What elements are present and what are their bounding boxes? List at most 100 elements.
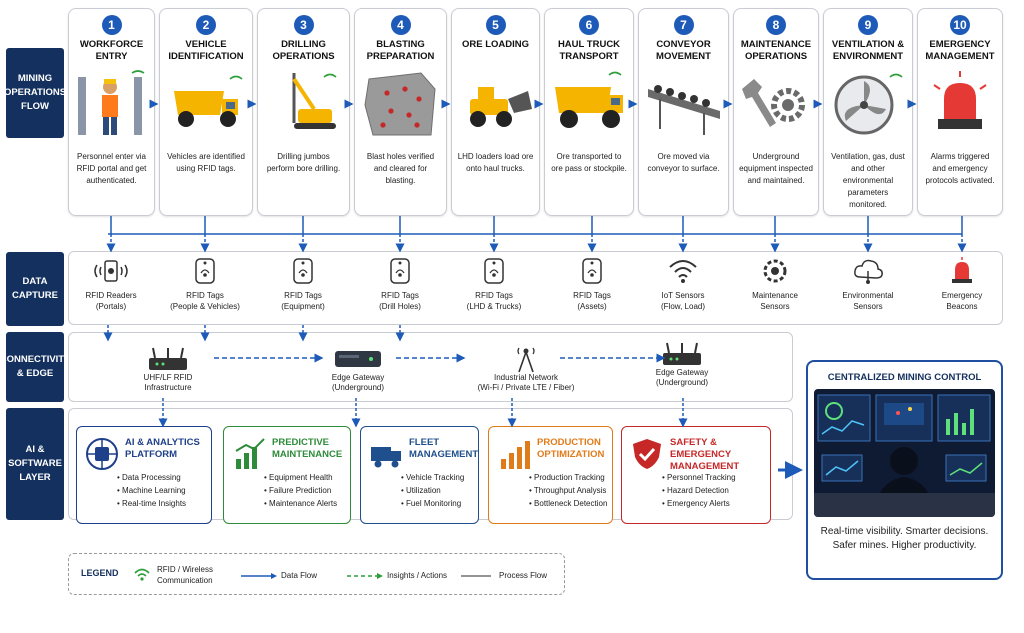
capture-label: Emergency xyxy=(941,291,983,300)
stage-description: Ore moved via conveyor to surface. xyxy=(647,152,720,173)
lane-label-text: MINING OPERATIONS FLOW xyxy=(3,73,67,112)
lane-label-ai: AI & SOFTWARE LAYER xyxy=(6,408,64,520)
capture-sublabel: (LHD & Trucks) xyxy=(466,302,522,311)
gear-sensor-icon xyxy=(730,256,820,286)
card-item-list: Vehicle TrackingUtilizationFuel Monitori… xyxy=(401,471,464,510)
stage-description: Alarms triggered and emergency protocols… xyxy=(925,152,995,185)
card-item: Utilization xyxy=(401,484,464,497)
capture-label: RFID Readers xyxy=(85,291,137,300)
dump-truck-icon xyxy=(166,69,246,139)
capture-sublabel: (Equipment) xyxy=(281,302,325,311)
device-label: UHF/LF RFID xyxy=(143,373,193,382)
fan-icon xyxy=(828,69,908,139)
alarm-beacon-icon xyxy=(920,69,1000,139)
lane-label-flow: MINING OPERATIONS FLOW xyxy=(3,48,67,138)
stage-title: HAUL TRUCK TRANSPORT xyxy=(557,39,621,62)
stage-title: BLASTING PREPARATION xyxy=(366,39,435,62)
capture-sublabel: (Assets) xyxy=(577,302,607,311)
card-item: Personnel Tracking xyxy=(662,471,735,484)
card-item: Machine Learning xyxy=(117,484,186,497)
stage-title: ORE LOADING xyxy=(461,39,530,50)
device-sublabel: Infrastructure xyxy=(144,383,192,392)
wifi-icon xyxy=(134,568,150,581)
card-item: Real-time Insights xyxy=(117,497,186,510)
step-number: 10 xyxy=(950,15,970,35)
stage-title: WORKFORCE ENTRY xyxy=(79,39,144,62)
control-tagline-1: Real-time visibility. Smarter decisions. xyxy=(820,526,989,537)
card-title: SAFETY & EMERGENCY MANAGEMENT xyxy=(670,437,740,472)
network-device: Edge Gateway(Underground) xyxy=(318,345,398,393)
legend-dataflow-line xyxy=(241,573,277,579)
capture-sublabel: (Portals) xyxy=(95,302,127,311)
capture-label: Environmental xyxy=(842,291,894,300)
card-item: Maintenance Alerts xyxy=(264,497,337,510)
ai-card: SAFETY & EMERGENCY MANAGEMENTPersonnel T… xyxy=(621,426,771,524)
capture-item: IoT Sensors(Flow, Load) xyxy=(638,256,728,312)
capture-sublabel: (Flow, Load) xyxy=(660,302,706,311)
stage-description: Ore transported to ore pass or stockpile… xyxy=(551,152,627,173)
capture-sublabel: Sensors xyxy=(760,302,790,311)
stage-title: VEHICLE IDENTIFICATION xyxy=(168,39,244,62)
stage-description: Drilling jumbos perform bore drilling. xyxy=(266,152,341,173)
stage-title: MAINTENANCE OPERATIONS xyxy=(740,39,812,62)
lane-label-capture: DATA CAPTURE xyxy=(6,252,64,326)
capture-item: RFID Readers (Portals) xyxy=(66,256,156,312)
legend-title: LEGEND xyxy=(81,568,119,578)
stage-description: Vehicles are identified using RFID tags. xyxy=(167,152,245,173)
rfid-tag-icon xyxy=(355,256,445,286)
card-item: Data Processing xyxy=(117,471,186,484)
capture-sublabel: (People & Vehicles) xyxy=(170,302,240,311)
capture-item: RFID Tags (People & Vehicles) xyxy=(160,256,250,312)
card-title: PREDICTIVE MAINTENANCE xyxy=(272,437,343,460)
ai-card: AI & ANALYTICS PLATFORMData ProcessingMa… xyxy=(76,426,212,524)
ai-card: PRODUCTION OPTIMIZATIONProduction Tracki… xyxy=(488,426,613,524)
router-icon xyxy=(118,345,218,373)
device-sublabel: (Underground) xyxy=(655,378,709,387)
beacon-icon xyxy=(917,256,1007,286)
legend-process-line xyxy=(461,575,491,577)
ai-card: PREDICTIVE MAINTENANCEEquipment HealthFa… xyxy=(223,426,351,524)
stage-title: DRILLING OPERATIONS xyxy=(272,39,335,62)
card-title: FLEET MANAGEMENT xyxy=(409,437,479,460)
card-item-list: Personnel TrackingHazard DetectionEmerge… xyxy=(662,471,735,510)
device-sublabel: (Wi-Fi / Private LTE / Fiber) xyxy=(477,383,575,392)
rfid-tag-icon xyxy=(160,256,250,286)
rfid-tag-icon xyxy=(547,256,637,286)
stage-title: CONVEYOR MOVEMENT xyxy=(656,39,711,62)
device-label: Edge Gateway xyxy=(331,373,385,382)
stage-description: LHD loaders load ore onto haul trucks. xyxy=(457,152,534,173)
bar-chart-icon xyxy=(232,437,266,471)
cloud-sensor-icon xyxy=(823,256,913,286)
lane-label-connectivity: CONNECTIVITY & EDGE xyxy=(0,332,70,402)
stage-title: VENTILATION & ENVIRONMENT xyxy=(831,39,905,62)
stage-description: Underground equipment inspected and main… xyxy=(739,152,813,185)
rock-face-icon xyxy=(361,69,441,139)
stage-description: Blast holes verified and cleared for bla… xyxy=(366,152,435,185)
network-device: Industrial Network(Wi-Fi / Private LTE /… xyxy=(460,345,592,393)
capture-label: RFID Tags xyxy=(186,291,224,300)
step-number: 8 xyxy=(766,15,786,35)
card-item: Production Tracking xyxy=(529,471,607,484)
card-item: Vehicle Tracking xyxy=(401,471,464,484)
stage-description: Personnel enter via RFID portal and get … xyxy=(76,152,147,185)
step-number: 5 xyxy=(485,15,506,35)
step-number: 2 xyxy=(196,15,216,35)
capture-sublabel: (Drill Holes) xyxy=(379,302,421,311)
capture-label: RFID Tags xyxy=(381,291,419,300)
data-capture-panel xyxy=(68,251,1003,325)
card-item: Bottleneck Detection xyxy=(529,497,607,510)
step-number: 1 xyxy=(101,15,122,35)
capture-label: Maintenance xyxy=(752,291,798,300)
router-icon xyxy=(642,340,722,368)
legend-rfid-label-2: Communication xyxy=(157,576,213,585)
